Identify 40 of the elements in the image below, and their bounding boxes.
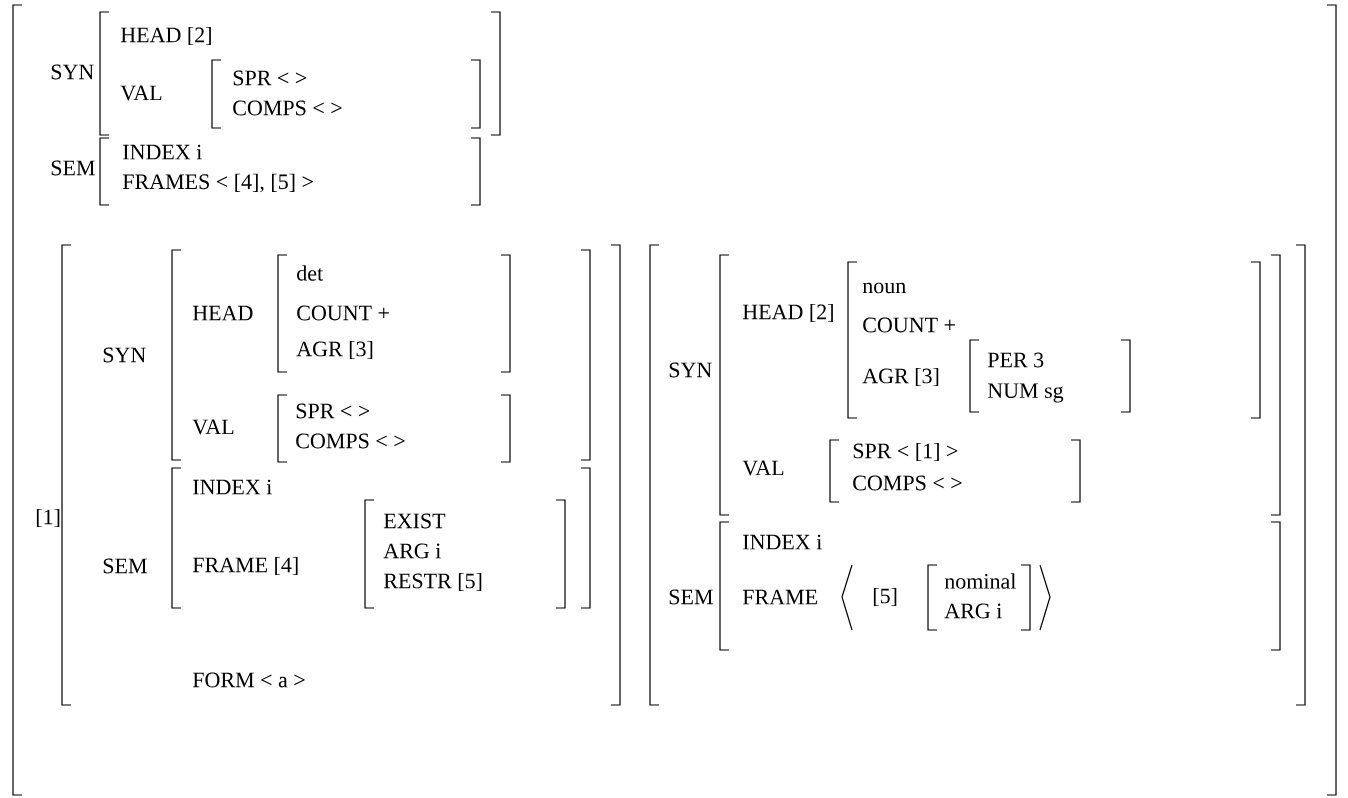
avm-label: RESTR [5] — [383, 572, 482, 592]
avm-label: HEAD [2] — [120, 26, 211, 46]
avm-label: [5] — [873, 587, 897, 607]
avm-label: EXIST — [383, 513, 446, 529]
avm-label: SYN — [51, 64, 94, 80]
avm-label: FRAME [4] — [192, 556, 298, 576]
avm-label: det — [297, 265, 324, 281]
avm-label: COUNT + — [297, 305, 389, 321]
avm-label: FRAME — [742, 589, 817, 605]
avm-label: COMPS < > — [296, 433, 405, 449]
avm-label: ARG i — [383, 543, 441, 559]
avm-label: PER 3 — [987, 352, 1044, 368]
avm-label: COMPS < > — [233, 100, 342, 116]
avm-label: nominal — [944, 573, 1016, 589]
avm-label: SPR < > — [233, 70, 307, 86]
avm-label: NUM sg — [987, 383, 1064, 403]
avm-label: FORM < a > — [192, 672, 305, 688]
avm-label: SEM — [103, 558, 147, 574]
avm-label: [1] — [36, 508, 60, 528]
avm-label: HEAD — [192, 305, 253, 321]
avm-label: SPR < [1] > — [853, 442, 958, 462]
avm-label: SYN — [669, 362, 712, 378]
avm-label: COMPS < > — [853, 475, 962, 491]
avm-label: FRAMES < [4], [5] > — [122, 173, 313, 193]
avm-label: SEM — [51, 160, 95, 176]
avm-label: SEM — [669, 589, 713, 605]
avm-label: INDEX i — [193, 479, 272, 495]
avm-label: ARG i — [944, 603, 1002, 619]
avm-label: noun — [862, 282, 906, 294]
avm-label: INDEX i — [743, 534, 822, 550]
avm-label: AGR [3] — [862, 367, 939, 387]
avm-label: VAL — [192, 419, 234, 435]
avm-label: SYN — [103, 347, 146, 363]
avm-label: VAL — [120, 85, 162, 101]
avm-label: COUNT + — [863, 317, 955, 333]
avm-label: VAL — [742, 460, 784, 476]
avm-label: HEAD [2] — [742, 303, 833, 323]
avm-label: INDEX i — [123, 144, 202, 160]
avm-label: SPR < > — [296, 403, 370, 419]
avm-label: AGR [3] — [296, 340, 373, 360]
